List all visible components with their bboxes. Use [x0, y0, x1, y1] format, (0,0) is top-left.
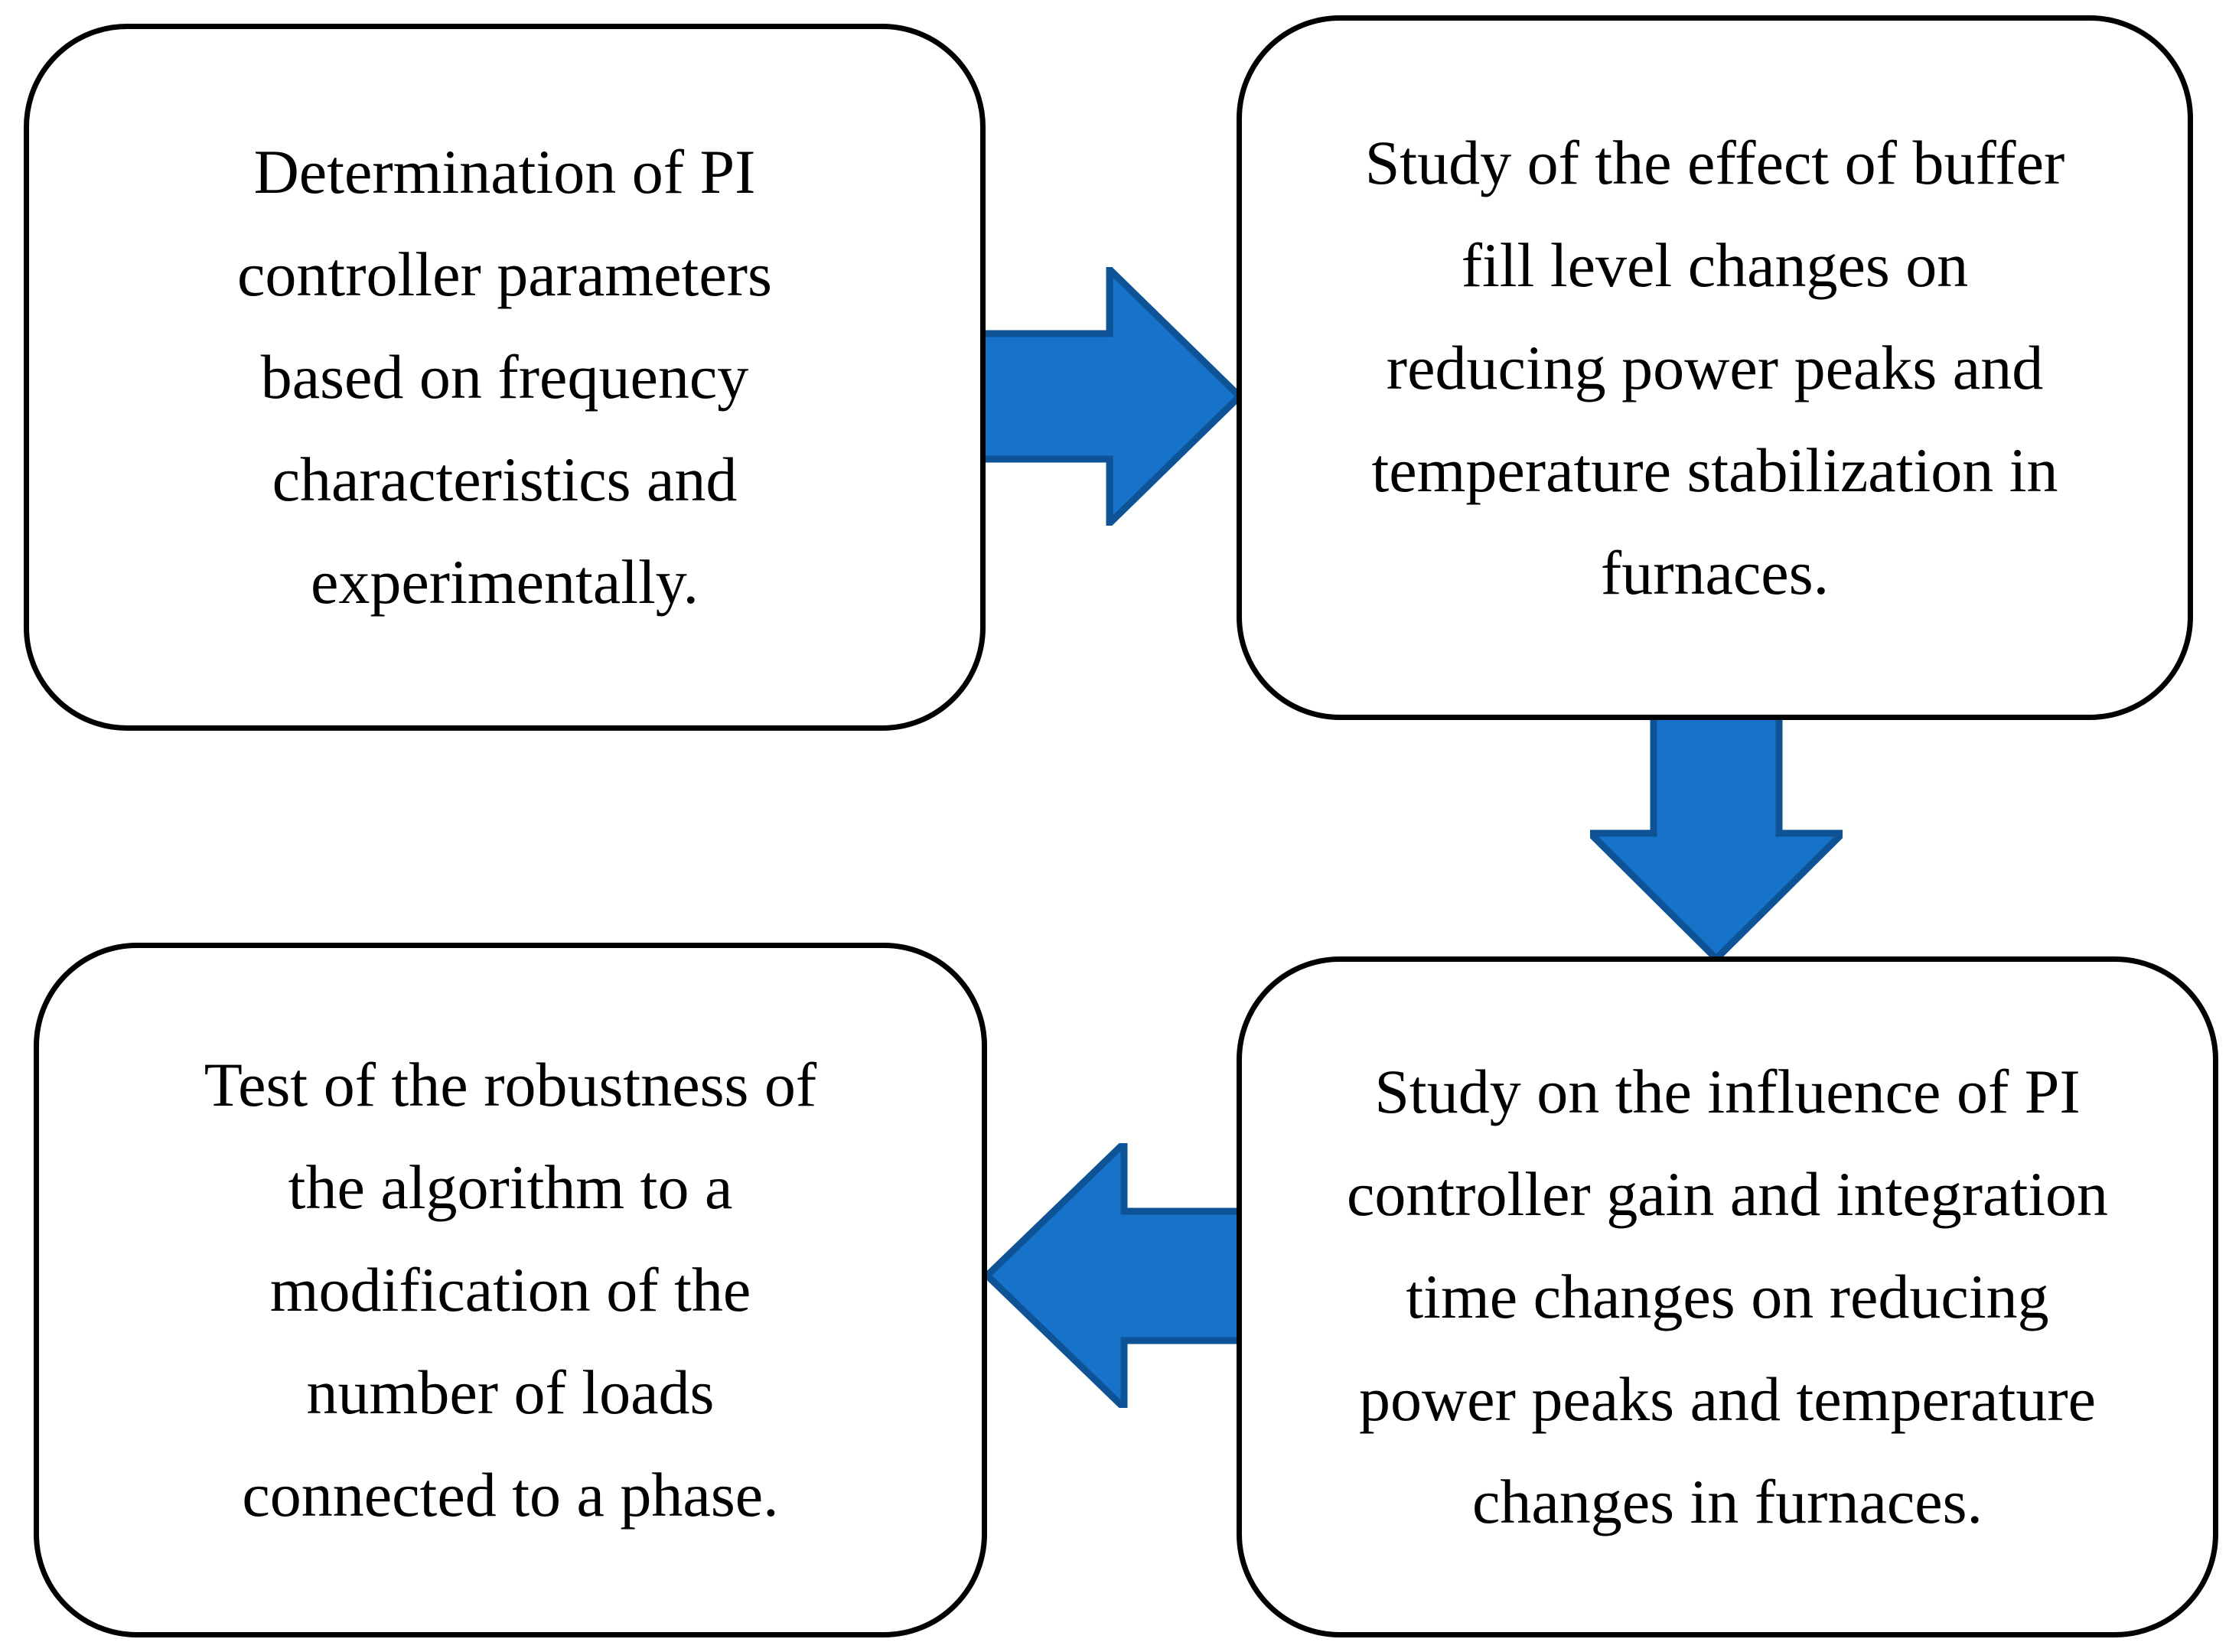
text-line: Test of the robustness of [204, 1050, 817, 1119]
text-line: controller gain and integration [1346, 1159, 2109, 1229]
flow-box-robustness-test: Test of the robustness of the algorithm … [34, 943, 987, 1637]
text-line: Determination of PI [253, 137, 756, 207]
left-arrow-icon [987, 1143, 1253, 1408]
text-line: reducing power peaks and [1386, 332, 2044, 402]
text-line: experimentally. [311, 547, 699, 617]
text-line: the algorithm to a [288, 1152, 733, 1222]
text-line: number of loads [306, 1357, 715, 1427]
text-line: based on frequency [260, 342, 749, 412]
text-line: furnaces. [1600, 537, 1830, 608]
text-line: characteristics and [272, 445, 738, 514]
text-line: Study of the effect of buffer [1364, 127, 2065, 197]
text-line: modification of the [269, 1255, 751, 1325]
text-line: power peaks and temperature [1358, 1364, 2097, 1434]
flow-box-pi-gain-study: Study on the influence of PI controller … [1237, 956, 2218, 1637]
flow-box-determination: Determination of PI controller parameter… [24, 24, 986, 731]
text-line: controller parameters [237, 239, 772, 309]
text-line: Study on the influence of PI [1374, 1057, 2081, 1126]
text-line: fill level changes on [1461, 230, 1969, 300]
right-arrow-icon [976, 267, 1240, 526]
text-line: changes in furnaces. [1471, 1467, 1983, 1536]
text-line: temperature stabilization in [1371, 435, 2058, 505]
text-line: connected to a phase. [242, 1460, 779, 1530]
text-line: time changes on reducing [1406, 1262, 2049, 1331]
down-arrow-icon [1590, 711, 1843, 959]
flow-box-buffer-study: Study of the effect of buffer fill level… [1237, 15, 2193, 720]
